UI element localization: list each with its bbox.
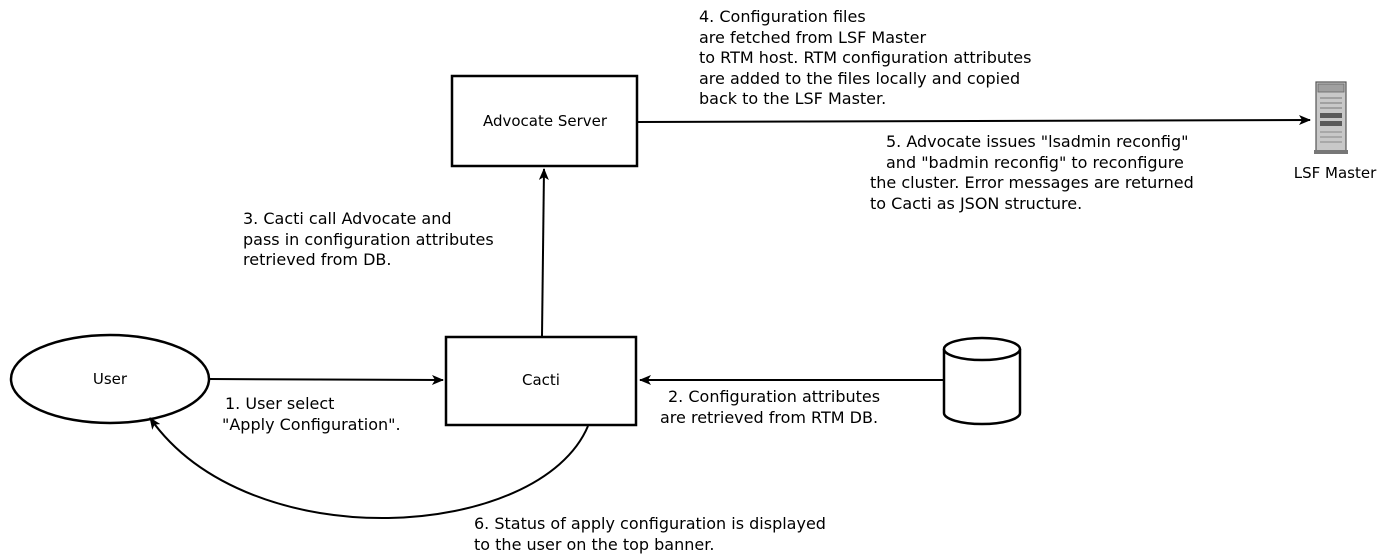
step2-line: 2. Configuration attributes [668, 387, 881, 406]
database-cylinder-icon [942, 336, 1022, 426]
step6-annotation: 6. Status of apply configuration is disp… [474, 514, 826, 555]
step4-line: are added to the files locally and copie… [699, 68, 1021, 88]
step5-line: to Cacti as JSON structure. [870, 193, 1083, 213]
arrow-cacti-to-advocate [538, 168, 549, 337]
arrow-cacti-status-to-user [149, 417, 589, 520]
step5-annotation: 5. Advocate issues "lsadmin reconfig" an… [870, 132, 1194, 214]
step4-line: 4. Configuration files [699, 7, 866, 26]
step4-line: are fetched from LSF Master [699, 27, 927, 47]
user-node: User [9, 333, 211, 425]
step3-line: retrieved from DB. [243, 250, 392, 269]
step3-line: pass in configuration attributes [243, 229, 494, 249]
step1-annotation: 1. User select "Apply Configuration". [222, 394, 401, 435]
step4-line: back to the LSF Master. [699, 89, 887, 108]
step4-line: to RTM host. RTM configuration attribute… [699, 48, 1032, 67]
lsf-master-label: LSF Master [1294, 164, 1377, 182]
step1-line: "Apply Configuration". [222, 414, 401, 434]
step1-line: 1. User select [225, 394, 335, 413]
arrow-advocate-to-lsf-master [636, 115, 1311, 126]
step5-line: 5. Advocate issues "lsadmin reconfig" [886, 132, 1189, 151]
advocate-server-label: Advocate Server [483, 112, 608, 130]
step5-line: the cluster. Error messages are returned [870, 173, 1194, 192]
step5-line: and "badmin reconfig" to reconfigure [886, 152, 1184, 172]
server-tower-icon [1314, 81, 1348, 154]
step3-annotation: 3. Cacti call Advocate and pass in confi… [243, 209, 494, 271]
arrow-user-to-cacti [208, 374, 444, 385]
step2-line: are retrieved from RTM DB. [660, 407, 879, 427]
cacti-node: Cacti [444, 335, 638, 427]
cacti-label: Cacti [522, 371, 560, 389]
step6-line: to the user on the top banner. [474, 534, 715, 554]
step4-annotation: 4. Configuration files are fetched from … [699, 7, 1031, 110]
user-label: User [93, 370, 128, 388]
step2-annotation: 2. Configuration attributes are retrieve… [660, 387, 880, 428]
advocate-server-node: Advocate Server [450, 74, 639, 168]
step3-line: 3. Cacti call Advocate and [243, 209, 452, 228]
step6-line: 6. Status of apply configuration is disp… [474, 514, 826, 533]
